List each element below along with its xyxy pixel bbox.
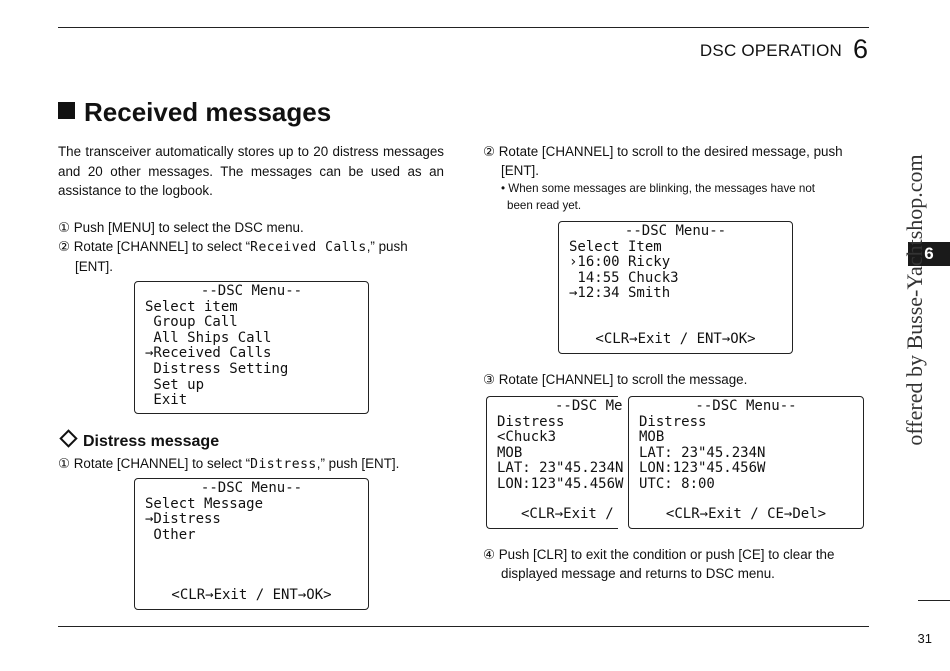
distress-title-text: Distress message: [83, 433, 220, 450]
step-text: Push [CLR] to exit the condition or push…: [498, 547, 835, 562]
lcd-distress-detail: --DSC Menu-- Distress MOB LAT: 23"45.234…: [628, 396, 864, 529]
lcd-line: →Received Calls: [145, 345, 272, 362]
lcd-line: --DSC Menu--: [624, 223, 727, 239]
note-line-2: been read yet.: [507, 199, 582, 212]
lcd-footer: <CLR→Exit / ENT→OK>: [595, 331, 756, 348]
square-bullet-icon: [58, 102, 75, 119]
lcd-select-item: --DSC Menu-- Select Item ›16:00 Ricky 14…: [558, 221, 793, 354]
lcd-footer: <CLR→Exit / ENT→OK>: [171, 587, 332, 604]
lcd-line: Distress: [497, 413, 565, 430]
step-number: ②: [58, 239, 71, 254]
footer-rule: [58, 626, 869, 627]
chapter-tab: 6: [908, 242, 950, 266]
right-step-4: ④ Push [CLR] to exit the condition or pu…: [483, 545, 869, 565]
chapter-title: DSC OPERATION: [699, 41, 842, 60]
right-step-4-continued: displayed message and returns to DSC men…: [501, 566, 775, 581]
step-text: Push [MENU] to select the DSC menu.: [73, 220, 304, 235]
corner-rule: [918, 600, 950, 601]
watermark-text: offered by Busse-Yachtshop.com: [902, 154, 927, 446]
section-title: Received messages: [58, 97, 331, 128]
lcd-dsc-menu: --DSC Menu-- Select item Group Call All …: [134, 281, 369, 414]
lcd-line: LAT: 23"45.234N: [497, 460, 624, 477]
distress-step-1: ① Rotate [CHANNEL] to select “Distress,”…: [58, 454, 450, 475]
lcd-line: Distress Setting: [145, 360, 289, 377]
lcd-line: --DSC Me: [555, 398, 623, 414]
page-number: 31: [917, 631, 932, 646]
note-line-1: • When some messages are blinking, the m…: [501, 182, 816, 195]
lcd-line: MOB: [639, 429, 665, 446]
lcd-line: Exit: [145, 392, 188, 409]
step-text: ,” push [ENT].: [316, 456, 400, 471]
diamond-bullet-icon: [59, 429, 78, 448]
lcd-footer: <CLR→Exit /: [521, 506, 614, 523]
lcd-line: →Distress: [145, 511, 221, 528]
lcd-line: <Chuck3: [497, 429, 557, 446]
distress-subtitle: Distress message: [58, 429, 220, 451]
lcd-line: Group Call: [145, 314, 238, 331]
lcd-distress-partial: --DSC Me Distress <Chuck3 MOB LAT: 23"45…: [486, 396, 624, 529]
lcd-line: 14:55 Chuck3: [569, 269, 679, 286]
lcd-line: LON:123"45.456W: [497, 475, 624, 492]
step-number: ④: [483, 547, 496, 562]
step-text: Rotate [CHANNEL] to select “: [73, 456, 251, 471]
step-text: Rotate [CHANNEL] to select “: [73, 239, 251, 254]
step-text: ,” push: [366, 239, 408, 254]
right-step-3: ③ Rotate [CHANNEL] to scroll the message…: [483, 370, 869, 390]
lcd-line: Distress: [639, 413, 707, 430]
lcd-select-message: --DSC Menu-- Select Message →Distress Ot…: [134, 478, 369, 610]
right-step-2-continued: [ENT].: [501, 163, 539, 178]
lcd-inline-text: Distress: [250, 457, 317, 472]
header-rule: [58, 27, 869, 28]
step-2-continued: [ENT].: [75, 259, 113, 274]
step-2: ② Rotate [CHANNEL] to select “Received C…: [58, 237, 448, 258]
step-number: ③: [483, 372, 496, 387]
lcd-inline-text: Received Calls: [250, 240, 367, 255]
chapter-number: 6: [852, 34, 868, 64]
lcd-line: All Ships Call: [145, 329, 272, 346]
step-1: ① Push [MENU] to select the DSC menu.: [58, 218, 444, 238]
lcd-line: Select Item: [569, 238, 662, 255]
watermark: offered by Busse-Yachtshop.com: [895, 150, 935, 450]
step-number: ②: [483, 144, 496, 159]
right-step-2: ② Rotate [CHANNEL] to scroll to the desi…: [483, 142, 869, 162]
lcd-line: --DSC Menu--: [200, 283, 303, 299]
lcd-line: Select item: [145, 298, 238, 315]
lcd-line: Select Message: [145, 495, 264, 512]
lcd-line: --DSC Menu--: [200, 480, 303, 496]
lcd-line: MOB: [497, 444, 523, 461]
step-number: ①: [58, 220, 71, 235]
section-title-text: Received messages: [84, 97, 332, 127]
intro-paragraph: The transceiver automatically stores up …: [58, 144, 444, 198]
lcd-line: LON:123"45.456W: [639, 460, 766, 477]
lcd-line: Other: [145, 526, 196, 543]
step-text: Rotate [CHANNEL] to scroll the message.: [498, 372, 748, 387]
lcd-footer: <CLR→Exit / CE→Del>: [665, 506, 827, 523]
lcd-line: LAT: 23"45.234N: [639, 444, 766, 461]
lcd-line: --DSC Menu--: [695, 398, 797, 414]
step-text: Rotate [CHANNEL] to scroll to the desire…: [498, 144, 843, 159]
lcd-line: Set up: [145, 376, 205, 393]
lcd-line: ›16:00 Ricky: [569, 254, 671, 271]
lcd-line: UTC: 8:00: [639, 475, 715, 492]
step-number: ①: [58, 456, 71, 471]
lcd-line: →12:34 Smith: [569, 285, 671, 302]
